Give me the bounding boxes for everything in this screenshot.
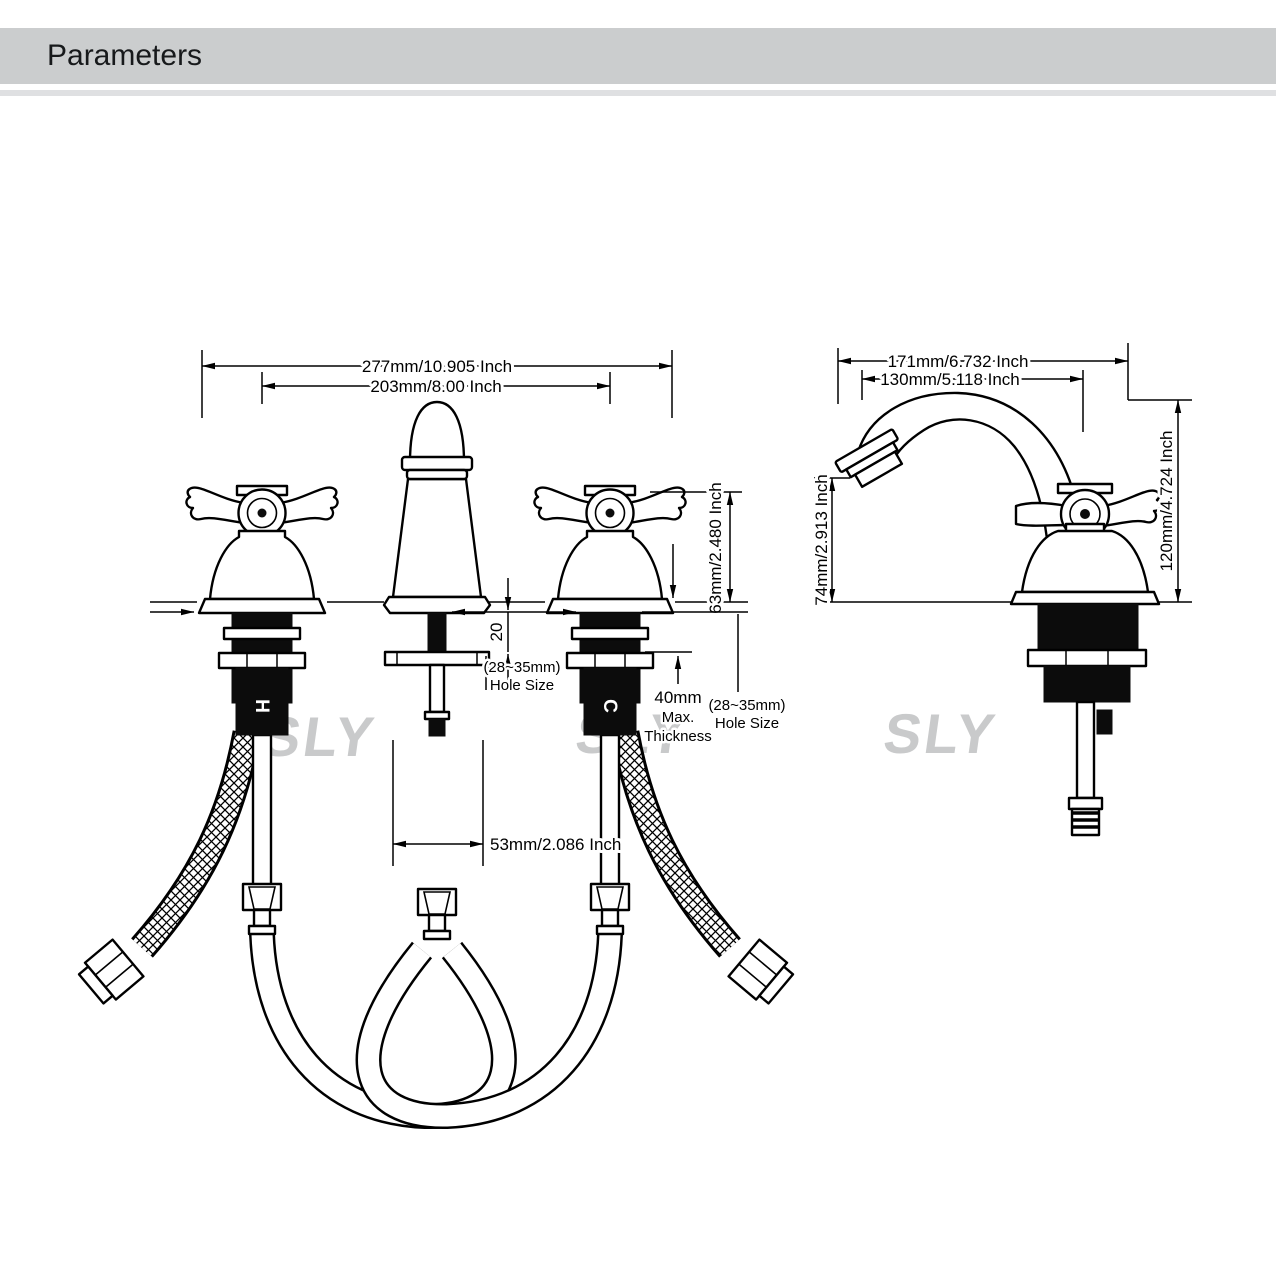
front-dimensions: 277mm/10.905 Inch 203mm/8.00 Inch 63mm/2…	[150, 350, 788, 866]
supply-hose-right	[610, 730, 798, 1009]
valve-tailpiece-left	[251, 733, 273, 887]
dim-handle-height: 63mm/2.480 Inch	[706, 482, 725, 613]
dim-spout-reach: 130mm/5.118 Inch	[880, 370, 1020, 389]
dim-overall-height: 120mm/4.724 Inch	[1157, 431, 1176, 572]
dim-base-width: 53mm/2.086 Inch	[490, 835, 621, 854]
spout-front	[382, 400, 492, 737]
side-dimensions: 171mm/6.732 Inch 130mm/5.118 Inch 120mm/…	[809, 343, 1192, 609]
dim-overall-width: 277mm/10.905 Inch	[362, 357, 512, 376]
supply-hose-left	[74, 730, 262, 1009]
valve-side	[1026, 603, 1148, 837]
watermark-right: SLY	[880, 702, 1002, 765]
valve-tailpiece-right	[599, 733, 621, 887]
front-view: H C 277mm/10.905 Inch	[74, 350, 798, 1130]
max-thickness-line1: 40mm	[654, 688, 701, 707]
hole-size-handle-line1: (28~35mm)	[708, 697, 785, 714]
supply-nut-left	[74, 938, 145, 1009]
cold-marking: C	[599, 699, 620, 713]
dim-handle-spacing: 203mm/8.00 Inch	[370, 377, 501, 396]
spout-mounting-plate	[383, 650, 491, 667]
dim-deck-gap: 20	[487, 623, 506, 642]
hole-size-handle-line2: Hole Size	[715, 715, 779, 732]
page-title: Parameters	[47, 39, 203, 72]
hole-size-spout-line1: (28~35mm)	[483, 659, 560, 676]
handle-side	[1009, 482, 1162, 606]
hose-fitting-center	[416, 887, 458, 941]
dim-spout-height: 74mm/2.913 Inch	[812, 474, 831, 605]
header-band: Parameters	[0, 28, 1276, 84]
hose-fitting-left	[241, 882, 283, 936]
supply-nut-right	[727, 938, 798, 1009]
max-thickness-line2: Max.	[662, 709, 695, 726]
handle-hot	[185, 484, 339, 737]
hole-size-spout-line2: Hole Size	[490, 677, 554, 694]
spout-outlet	[834, 428, 904, 489]
hose-fitting-right	[589, 882, 631, 936]
dim-overall-depth: 171mm/6.732 Inch	[888, 352, 1029, 371]
connector-hose-right-loop	[355, 933, 623, 1130]
spout-shank	[427, 612, 447, 653]
header-divider	[0, 90, 1276, 96]
hot-marking: H	[251, 699, 272, 713]
side-view: 171mm/6.732 Inch 130mm/5.118 Inch 120mm/…	[809, 343, 1192, 837]
max-thickness-line3: Thickness	[644, 728, 712, 745]
